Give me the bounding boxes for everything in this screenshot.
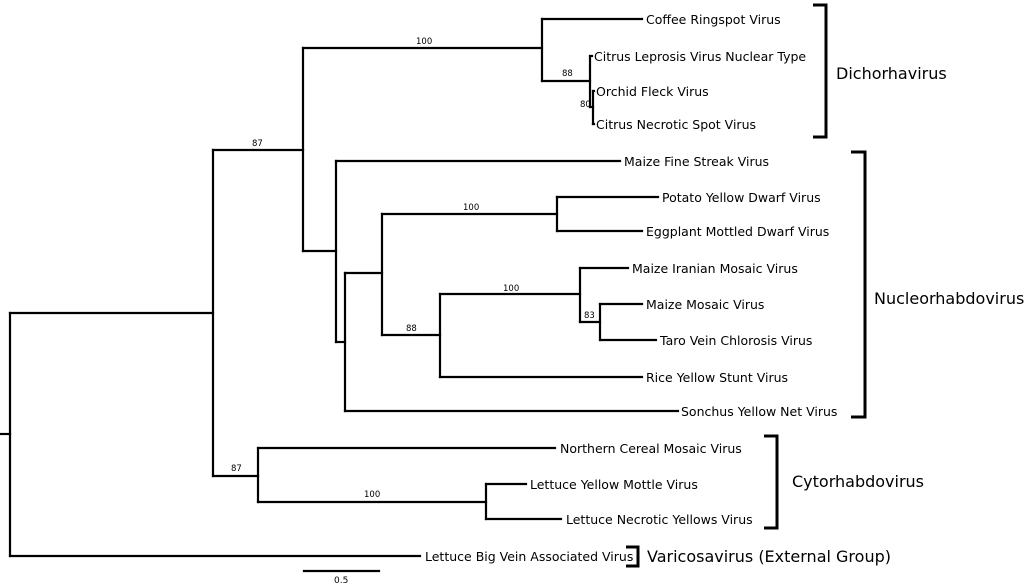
leaf-label: Coffee Ringspot Virus <box>646 12 781 27</box>
dichorhavirus-bracket <box>813 3 828 139</box>
cytorhabdovirus-bracket <box>764 434 779 530</box>
bootstrap-value: 87 <box>231 464 242 474</box>
bootstrap-value: 100 <box>463 203 479 213</box>
group-label-cytorhabdovirus: Cytorhabdovirus <box>792 472 924 491</box>
bootstrap-value: 83 <box>584 311 595 321</box>
leaf-label: Lettuce Yellow Mottle Virus <box>530 477 698 492</box>
group-label-dichorhavirus: Dichorhavirus <box>836 64 947 83</box>
bootstrap-value: 87 <box>252 139 263 149</box>
leaf-label: Maize Fine Streak Virus <box>624 154 769 169</box>
bootstrap-value: 100 <box>416 37 432 47</box>
leaf-label: Potato Yellow Dwarf Virus <box>662 190 821 205</box>
leaf-label: Lettuce Necrotic Yellows Virus <box>566 512 753 527</box>
leaf-label: Eggplant Mottled Dwarf Virus <box>646 224 829 239</box>
group-label-varicosavirus: Varicosavirus (External Group) <box>647 547 891 566</box>
leaf-label: Rice Yellow Stunt Virus <box>646 370 788 385</box>
bootstrap-value: 100 <box>364 490 380 500</box>
leaf-label: Maize Mosaic Virus <box>646 297 764 312</box>
leaf-label: Citrus Necrotic Spot Virus <box>596 117 756 132</box>
group-label-nucleorhabdovirus: Nucleorhabdovirus <box>874 289 1024 308</box>
leaf-label: Citrus Leprosis Virus Nuclear Type <box>594 49 806 64</box>
leaf-label: Orchid Fleck Virus <box>596 84 709 99</box>
scale-bar-label: 0.5 <box>334 576 348 586</box>
bootstrap-value: 88 <box>406 324 417 334</box>
bootstrap-value: 80 <box>580 100 591 110</box>
varicosavirus-bracket <box>626 545 640 568</box>
nucleorhabdovirus-bracket <box>851 150 867 419</box>
leaf-label: Sonchus Yellow Net Virus <box>681 404 837 419</box>
leaf-label: Lettuce Big Vein Associated Virus <box>425 549 633 564</box>
leaf-label: Taro Vein Chlorosis Virus <box>659 333 812 348</box>
leaf-label: Maize Iranian Mosaic Virus <box>632 261 798 276</box>
bootstrap-value: 100 <box>503 284 519 294</box>
leaf-label: Northern Cereal Mosaic Virus <box>560 441 742 456</box>
bootstrap-value: 88 <box>562 69 573 79</box>
